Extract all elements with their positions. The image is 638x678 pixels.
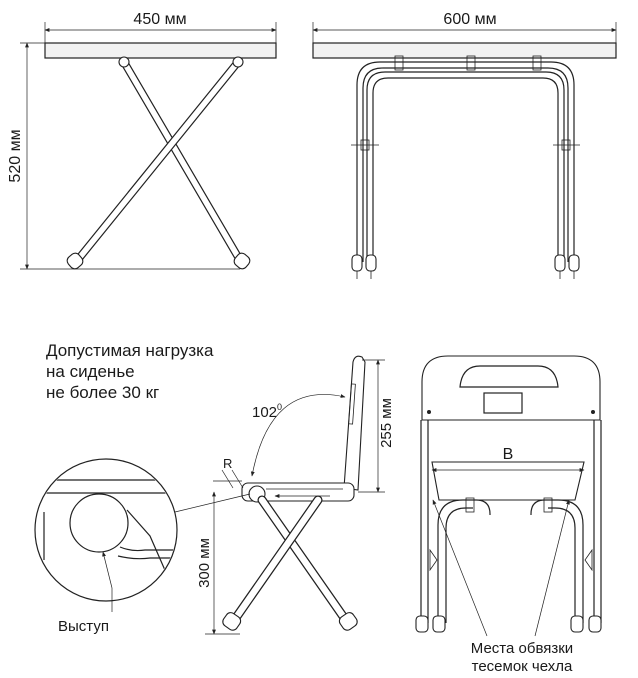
tabletop [44, 42, 277, 59]
seat [241, 482, 355, 502]
table-front-view: 600 мм [312, 11, 617, 279]
mount-bracket [466, 55, 476, 71]
leg-frame [366, 71, 565, 262]
foot-cap [233, 252, 251, 270]
tie-label-line1: Места обвязки [471, 640, 573, 657]
hinge-pin [232, 56, 244, 68]
tie-mark [429, 548, 438, 572]
radius-label: R [223, 456, 232, 471]
tube-section [69, 493, 129, 553]
backrest-angle-arc [250, 394, 346, 477]
foot-cap [338, 612, 358, 631]
load-note-line2: на сиденье [46, 362, 135, 381]
detail-view: Выступ [34, 458, 251, 635]
backrest-panel [421, 355, 601, 421]
foot-cap [415, 615, 429, 633]
seat [431, 461, 585, 501]
foot-cap [351, 254, 363, 272]
tie-leader [534, 499, 570, 637]
hinge-pin [118, 56, 130, 68]
foot-cap [554, 254, 566, 272]
foot-cap [365, 254, 377, 272]
table-height-label: 520 мм [7, 129, 24, 182]
table-width-label: 600 мм [443, 11, 496, 28]
load-note-line1: Допустимая нагрузка [46, 341, 214, 360]
foot-cap [588, 615, 602, 633]
tabletop [312, 42, 617, 59]
detail-circle [34, 458, 178, 602]
backrest [343, 355, 366, 491]
table-depth-label: 450 мм [133, 11, 186, 28]
tie-label-line2: тесемок чехла [472, 658, 573, 675]
foot-cap [568, 254, 580, 272]
load-note-line3: не более 30 кг [46, 383, 159, 402]
seat-width-label: B [503, 446, 514, 463]
load-note: Допустимая нагрузка на сиденье не более … [46, 341, 214, 402]
foot-cap [222, 612, 242, 631]
foot-cap [570, 615, 584, 633]
tie-leader [432, 499, 488, 637]
back-height-label: 255 мм [378, 398, 395, 448]
angle-label: 1020 [252, 402, 282, 421]
foot-cap [432, 615, 446, 633]
seat-height-label: 300 мм [196, 538, 213, 588]
leg-frame [356, 61, 575, 262]
tie-mark [584, 548, 593, 572]
mount-bracket [532, 55, 542, 71]
mount-bracket [394, 55, 404, 71]
handle-slot [459, 365, 559, 388]
chair-side-view: 1020 R 255 мм 300 мм [196, 355, 395, 635]
detail-leader [174, 493, 251, 513]
table-side-view: 450 мм 520 мм [7, 11, 277, 270]
protrusion-label: Выступ [58, 618, 109, 635]
foot-cap [66, 252, 84, 270]
chair-front-view: B Места обвязки тесемок чехла [415, 355, 602, 675]
